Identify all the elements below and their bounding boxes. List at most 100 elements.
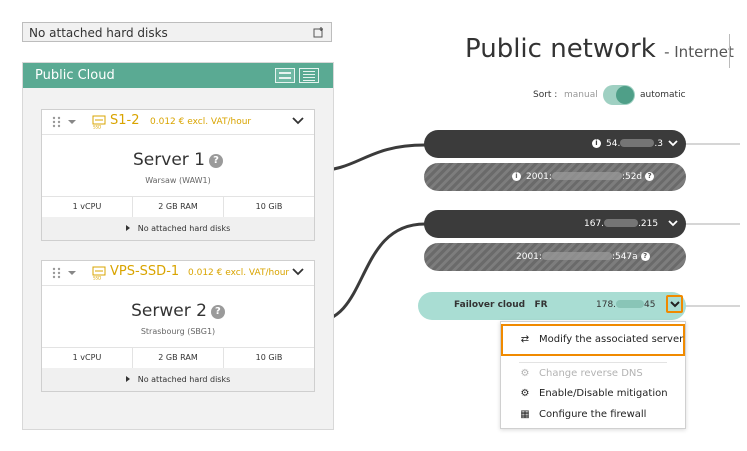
menu-item-modify-server[interactable]: ⇄Modify the associated server [519,334,683,345]
ipv6-address: i 2001: :52d? [512,163,655,191]
failover-address: 178.45 [596,300,656,310]
failover-context-menu: ⇄Modify the associated server ⚙ Change re… [500,321,686,429]
ip-prefix: 2001: [526,172,552,182]
server-name: Serwer 2? [42,301,314,321]
page-title: Public network - Internet [465,34,734,64]
failover-label-text: Failover cloud [454,300,526,310]
chevron-down-icon[interactable] [292,117,304,125]
info-icon: i [512,172,521,181]
server-card[interactable]: SSD S1-2 0.012 € excl. VAT/hour Server 1… [41,109,315,241]
server-price: 0.012 € excl. VAT/hour [150,117,252,127]
svg-text:SSD: SSD [93,276,101,281]
sort-automatic-option[interactable]: automatic [640,90,686,100]
toggle-knob [616,86,634,104]
drag-handle-icon[interactable] [52,116,61,128]
ipv6-address: 2001::547a? [516,243,650,271]
top-hard-disks-label: No attached hard disks [29,26,168,40]
ip-suffix: :52d [621,172,643,182]
server-specs: 1 vCPU 2 GB RAM 10 GiB [42,347,314,369]
chevron-down-icon[interactable] [668,220,678,227]
swap-icon: ⇄ [520,334,530,345]
ipv4-address: 167..215 [584,210,658,238]
caret-down-icon[interactable] [68,120,76,124]
ip-suffix: 45 [644,300,656,310]
title-divider [729,34,730,68]
ip-suffix: .3 [654,139,663,149]
menu-item-firewall[interactable]: ▦Configure the firewall [519,409,646,420]
drag-handle-icon[interactable] [52,267,61,279]
network-subtitle: - Internet [664,43,734,61]
top-hard-disks-bar: No attached hard disks [22,22,332,42]
spec-ram: 2 GB RAM [132,348,223,368]
server-price: 0.012 € excl. VAT/hour [188,268,290,278]
svg-text:SSD: SSD [93,125,101,130]
server-card-header: SSD VPS-SSD-1 0.012 € excl. VAT/hour [42,261,314,286]
ipv4-address: i 54. .3 [592,130,663,158]
failover-country: FR [534,300,548,310]
server-name: Server 1? [42,150,314,170]
server-disks-label: No attached hard disks [137,224,231,233]
ip-suffix: .215 [638,219,659,229]
sort-manual-option[interactable]: manual [564,90,598,100]
redacted-block [616,300,645,308]
server-plan: VPS-SSD-1 [110,264,180,279]
public-cloud-panel: Public Cloud SSD S1-2 0.012 € excl. VAT/… [22,62,334,430]
chevron-down-icon[interactable] [668,140,678,147]
ssd-icon: SSD [92,115,106,129]
server-plan: S1-2 [110,113,140,128]
menu-item-label: Enable/Disable mitigation [539,388,668,399]
redacted-block [620,139,655,147]
ipv4-pill[interactable]: i 54. .3 [424,130,686,158]
server-name-text: Serwer 2 [131,301,207,321]
spec-storage: 10 GiB [223,197,314,217]
list-view-button[interactable] [275,68,295,83]
spec-ram: 2 GB RAM [132,197,223,217]
server-disks-toggle[interactable]: No attached hard disks [42,368,314,391]
redacted-block [541,252,612,260]
gear-icon: ⚙ [520,368,530,379]
menu-item-label: Change reverse DNS [539,368,643,379]
help-icon[interactable]: ? [645,172,655,181]
caret-down-icon[interactable] [68,271,76,275]
failover-menu-button[interactable] [666,295,683,313]
chevron-down-icon [670,301,680,308]
menu-item-reverse-dns[interactable]: ⚙ Change reverse DNS [519,368,643,379]
add-disk-icon[interactable] [313,26,325,38]
sort-toggle[interactable] [603,85,635,105]
ip-prefix: 2001: [516,252,542,262]
ip-prefix: 54. [606,139,621,149]
caret-right-icon [125,376,130,382]
ip-prefix: 178. [596,300,617,310]
menu-highlight [501,324,685,356]
redacted-block [604,219,639,227]
server-location: Strasbourg (SBG1) [140,327,216,336]
server-disks-label: No attached hard disks [137,375,231,384]
failover-ip-pill[interactable]: Failover cloud FR 178.45 [418,292,686,320]
ssd-icon: SSD [92,266,106,280]
ipv6-pill[interactable]: 2001::547a? [424,243,686,271]
gear-icon: ⚙ [520,388,530,399]
server-card-header: SSD S1-2 0.012 € excl. VAT/hour [42,110,314,135]
menu-divider [519,362,667,363]
ip-line [680,223,740,225]
help-icon[interactable]: ? [210,305,225,319]
server-location: Warsaw (WAW1) [145,176,211,185]
spec-cpu: 1 vCPU [72,353,102,362]
ipv6-pill[interactable]: i 2001: :52d? [424,163,686,191]
chevron-down-icon[interactable] [292,268,304,276]
help-icon[interactable]: ? [208,154,223,168]
public-cloud-title: Public Cloud [35,68,115,83]
ipv4-pill[interactable]: 167..215 [424,210,686,238]
server-card[interactable]: SSD VPS-SSD-1 0.012 € excl. VAT/hour Ser… [41,260,315,392]
spec-storage: 10 GiB [223,348,314,368]
compact-view-button[interactable] [299,68,319,83]
menu-item-mitigation[interactable]: ⚙ Enable/Disable mitigation [519,388,668,399]
redacted-block [551,172,622,180]
help-icon[interactable]: ? [640,252,650,261]
server-disks-toggle[interactable]: No attached hard disks [42,217,314,240]
spec-cpu: 1 vCPU [72,202,102,211]
failover-label: Failover cloud FR [454,300,548,310]
menu-item-label: Configure the firewall [539,409,647,420]
info-icon: i [592,139,601,148]
server-specs: 1 vCPU 2 GB RAM 10 GiB [42,196,314,218]
